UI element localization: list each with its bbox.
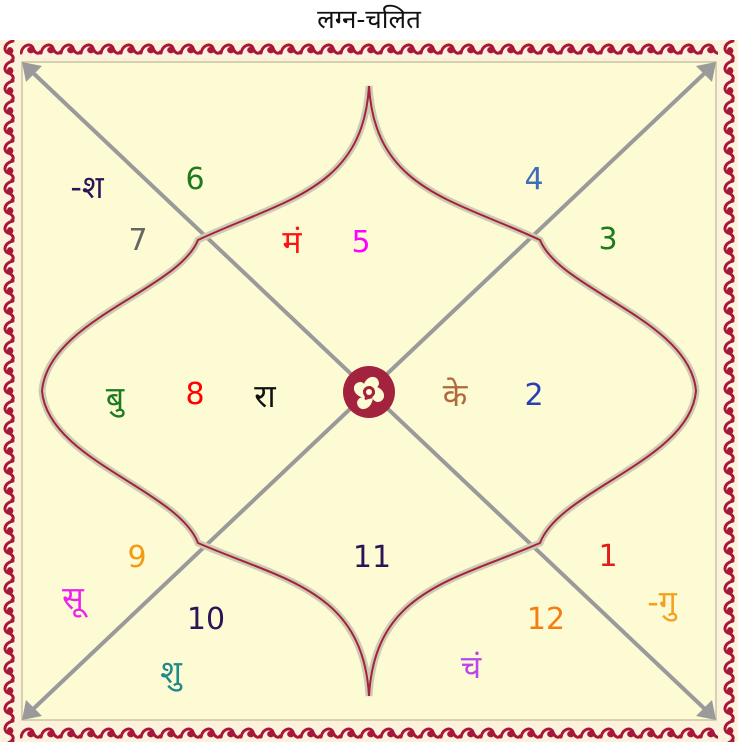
center-flower-icon	[343, 366, 395, 418]
planet-chandra: चं	[461, 650, 481, 684]
house-number-4: 4	[524, 163, 543, 197]
house-number-11: 11	[353, 541, 391, 575]
house-number-11-text: 11	[353, 540, 391, 575]
planet-ketu-text: के	[443, 376, 468, 414]
house-number-3-text: 3	[598, 222, 617, 257]
house-number-10: 10	[187, 603, 225, 637]
planet-budh: बु	[106, 381, 124, 415]
planet-shani: -श	[70, 170, 103, 204]
house-number-6-text: 6	[185, 162, 204, 197]
house-number-8-text: 8	[185, 377, 204, 412]
house-number-2: 2	[524, 379, 543, 413]
house-number-9-text: 9	[127, 540, 146, 575]
house-number-7-text: 7	[128, 223, 147, 258]
house-number-2-text: 2	[524, 378, 543, 413]
planet-mangal: मं	[282, 225, 301, 259]
planet-shukra-text: शु	[160, 653, 182, 691]
planet-rahu-text: रा	[254, 377, 275, 415]
planet-shani-text: -श	[70, 168, 103, 206]
house-number-5-text: 5	[351, 225, 370, 260]
house-number-6: 6	[185, 163, 204, 197]
house-number-4-text: 4	[524, 162, 543, 197]
house-number-5: 5	[351, 226, 370, 260]
house-number-12-text: 12	[527, 602, 565, 637]
house-number-10-text: 10	[187, 602, 225, 637]
house-number-3: 3	[598, 223, 617, 257]
chart-title: लग्न-चलित	[0, 2, 738, 38]
house-number-9: 9	[127, 541, 146, 575]
planet-ketu: के	[443, 378, 468, 412]
house-number-1-text: 1	[598, 539, 617, 574]
planet-chandra-text: चं	[461, 648, 481, 686]
planet-guru: -गु	[647, 585, 677, 619]
planet-rahu: रा	[254, 379, 275, 413]
planet-budh-text: बु	[106, 379, 124, 417]
house-number-12: 12	[527, 603, 565, 637]
planet-mangal-text: मं	[282, 223, 301, 261]
planet-surya: सू	[62, 581, 84, 615]
planet-guru-text: -गु	[647, 583, 677, 621]
planet-shukra: शु	[160, 655, 182, 689]
house-number-7: 7	[128, 224, 147, 258]
kundli-chart: 1 2 3 4 5 6 7 8 9 10 11 12 -श मं बु रा	[0, 40, 738, 742]
house-number-8: 8	[185, 378, 204, 412]
planet-surya-text: सू	[62, 579, 84, 617]
house-number-1: 1	[598, 540, 617, 574]
